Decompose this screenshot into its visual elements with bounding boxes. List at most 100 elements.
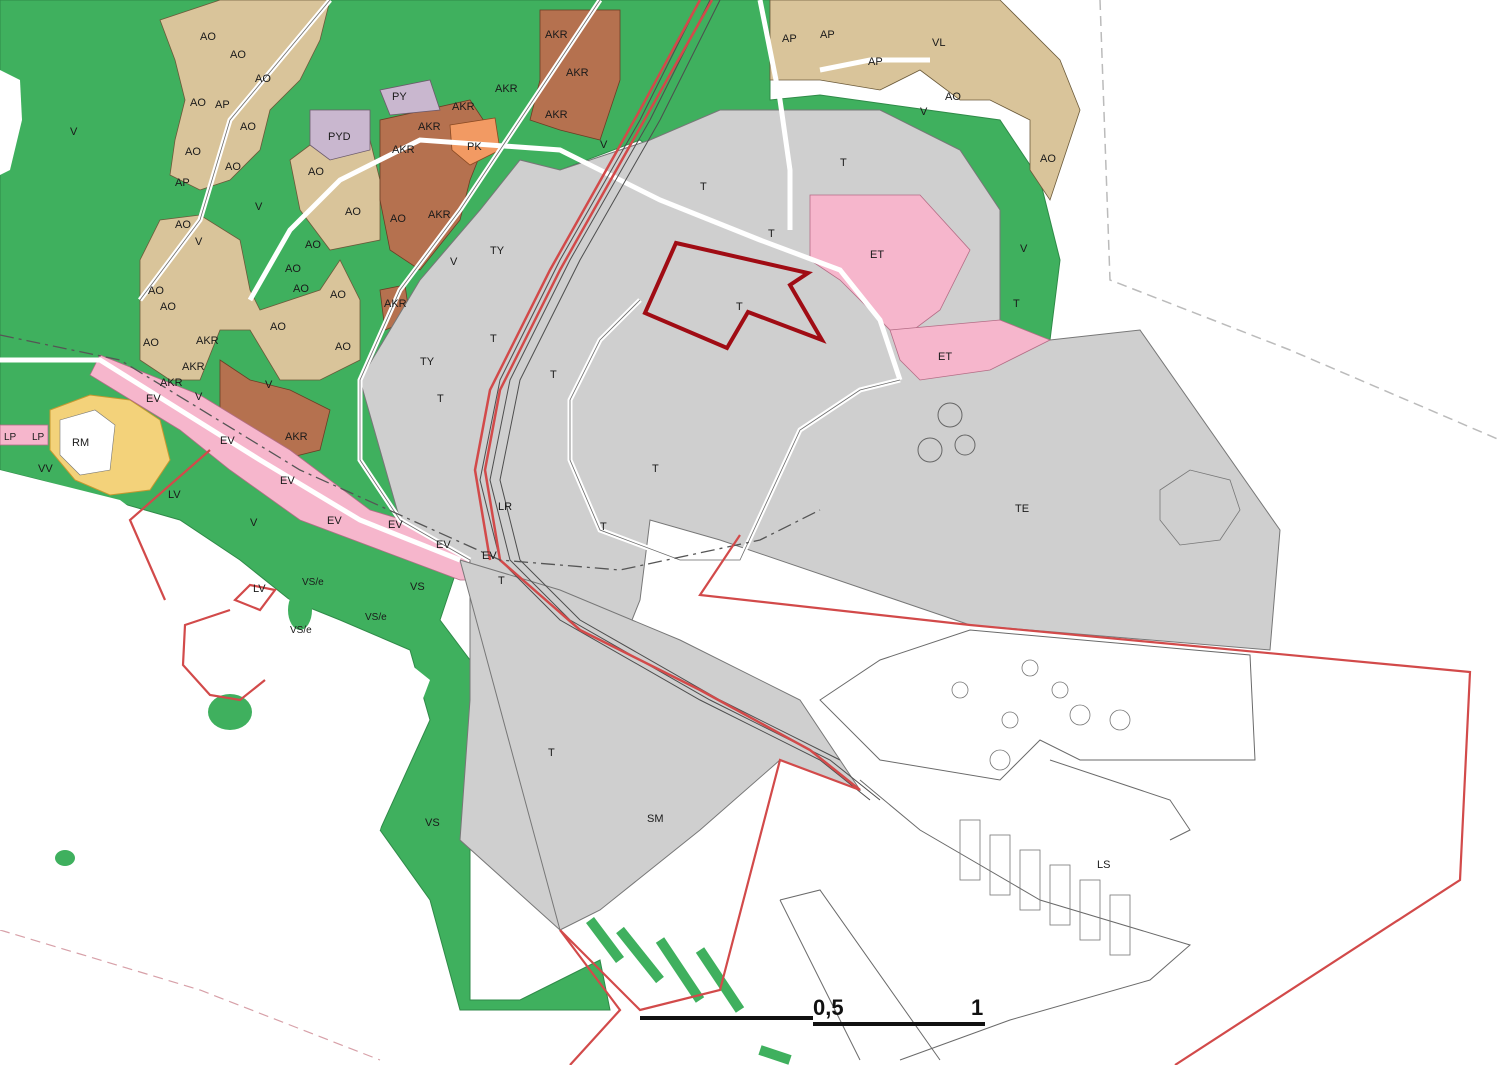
label-t: T [700, 181, 707, 193]
label-vs-e: VS/e [365, 612, 387, 623]
housing-akr-north [529, 9, 621, 141]
plan-boundary-port [559, 758, 861, 1012]
label-t: T [840, 157, 847, 169]
label-ao: AO [143, 337, 159, 349]
label-lv: LV [253, 583, 266, 595]
label-vs: VS [425, 817, 440, 829]
housing-ao-northeast [769, 0, 1081, 201]
recreation-rm-inner [59, 409, 116, 476]
label-t: T [548, 747, 555, 759]
label-t: T [600, 521, 607, 533]
green-island-1 [208, 694, 252, 730]
label-ao: AO [160, 301, 176, 313]
label-vl: VL [932, 37, 945, 49]
scale-label-half: 0,5 [813, 995, 844, 1020]
label-lr: LR [498, 501, 512, 513]
label-ao: AO [345, 206, 361, 218]
label-akr: AKR [566, 67, 589, 79]
plan-boundary-southwest [559, 929, 622, 1065]
railway-tracks [479, 0, 881, 801]
label-v: V [195, 391, 203, 403]
label-ap: AP [215, 99, 230, 111]
label-ao: AO [330, 289, 346, 301]
label-vv: VV [38, 463, 53, 475]
label-ao: AO [225, 161, 241, 173]
label-akr: AKR [428, 209, 451, 221]
label-ao: AO [1040, 153, 1056, 165]
label-ao: AO [335, 341, 351, 353]
label-akr: AKR [285, 431, 308, 443]
label-akr: AKR [182, 361, 205, 373]
green-striped-strip [586, 917, 792, 1065]
label-akr: AKR [452, 101, 475, 113]
label-akr: AKR [160, 377, 183, 389]
label-lp: LP [32, 432, 45, 443]
label-v: V [255, 201, 263, 213]
label-ev: EV [327, 515, 342, 527]
label-ev: EV [436, 539, 451, 551]
label-akr: AKR [196, 335, 219, 347]
label-v: V [250, 517, 258, 529]
label-sm: SM [647, 813, 664, 825]
label-ap: AP [175, 177, 190, 189]
port-outlines [779, 629, 1256, 1061]
label-ao: AO [945, 91, 961, 103]
public-service-py [379, 79, 441, 116]
label-ty: TY [420, 356, 435, 368]
label-akr: AKR [392, 144, 415, 156]
scale-label-one: 1 [971, 995, 984, 1020]
label-akr: AKR [418, 121, 441, 133]
label-vs: VS [410, 581, 425, 593]
plan-boundary-west [128, 449, 211, 601]
label-te: TE [1015, 503, 1029, 515]
railway-reservation-2 [473, 0, 702, 561]
water-north-inlet [0, 70, 22, 175]
label-v: V [450, 256, 458, 268]
label-ao: AO [200, 31, 216, 43]
road-outlines [139, 0, 901, 561]
label-lp: LP [4, 432, 17, 443]
label-ev: EV [280, 475, 295, 487]
label-t: T [652, 463, 659, 475]
label-akr: AKR [495, 83, 518, 95]
label-et: ET [938, 351, 952, 363]
label-v: V [1020, 243, 1028, 255]
plan-outline-lower [0, 929, 381, 1061]
plan-outline [1099, 0, 1501, 441]
label-ao: AO [185, 146, 201, 158]
port-buildings [951, 659, 1131, 956]
label-t: T [550, 369, 557, 381]
label-ao: AO [308, 166, 324, 178]
label-ap: AP [820, 29, 835, 41]
study-area-outline[interactable] [642, 240, 827, 351]
label-v: V [195, 236, 203, 248]
label-vs-e: VS/e [302, 577, 324, 588]
dash-dot-line [0, 334, 821, 571]
treatment-circles [917, 402, 976, 463]
label-ty: TY [490, 245, 505, 257]
label-t: T [490, 333, 497, 345]
label-pyd: PYD [328, 131, 351, 143]
label-py: PY [392, 91, 407, 103]
label-ev: EV [146, 393, 161, 405]
label-v: V [265, 379, 273, 391]
label-akr: AKR [545, 29, 568, 41]
zone-labels: AO AO AO AO AO AO AO AO AO AO AO AO AO A… [4, 29, 1110, 871]
label-v: V [70, 126, 78, 138]
label-t: T [768, 228, 775, 240]
te-island [1159, 469, 1241, 546]
label-akr: AKR [384, 298, 407, 310]
label-v: V [920, 106, 928, 118]
label-t: T [437, 393, 444, 405]
label-ls: LS [1097, 859, 1110, 871]
energy-et-south [889, 319, 1051, 381]
plan-boundary-east [698, 534, 1472, 1065]
label-ao: AO [148, 285, 164, 297]
label-et: ET [870, 249, 884, 261]
label-ao: AO [175, 219, 191, 231]
label-ev: EV [388, 519, 403, 531]
label-t: T [1013, 298, 1020, 310]
label-akr: AKR [545, 109, 568, 121]
label-ao: AO [255, 73, 271, 85]
